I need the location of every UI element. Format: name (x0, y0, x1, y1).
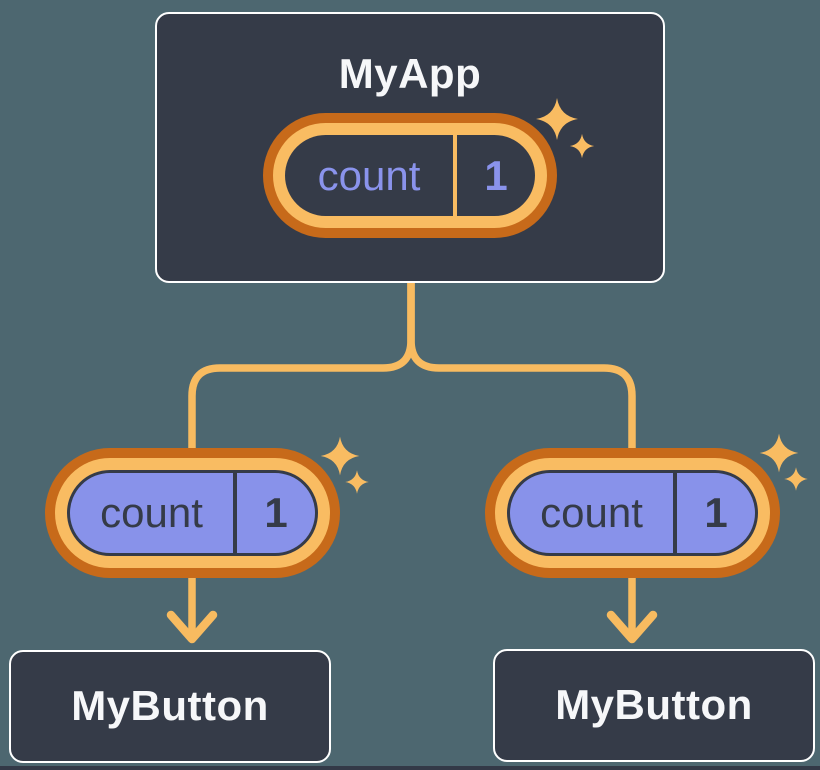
component-node-mybutton-left: MyButton (9, 650, 331, 763)
state-pill-right-child: count 1 (485, 448, 780, 578)
state-value: 1 (453, 135, 535, 216)
state-key: count (540, 489, 643, 536)
sparkle-icon (320, 436, 360, 476)
state-pill-body: count 1 (507, 470, 758, 556)
bottom-edge-strip (0, 766, 820, 770)
state-pill-root: count 1 (263, 113, 557, 238)
component-label: MyButton (555, 680, 753, 728)
arrowhead-left-icon (166, 610, 218, 644)
sparkle-icon (345, 470, 369, 494)
state-value: 1 (673, 473, 755, 553)
state-pill-left-child: count 1 (45, 448, 340, 578)
component-node-mybutton-right: MyButton (493, 649, 815, 762)
state-pill-ring: count 1 (273, 123, 547, 228)
sparkle-icon (784, 467, 808, 491)
component-label: MyButton (71, 681, 269, 729)
sparkle-icon (759, 433, 799, 473)
arrowhead-right-icon (606, 610, 658, 644)
component-label: MyApp (338, 50, 482, 97)
state-pill-ring: count 1 (495, 458, 770, 568)
state-pill-ring: count 1 (55, 458, 330, 568)
state-pill-body: count 1 (67, 470, 318, 556)
state-key: count (317, 151, 421, 199)
state-value: 1 (233, 473, 315, 553)
state-key: count (100, 489, 203, 536)
state-pill-body: count 1 (285, 135, 535, 216)
